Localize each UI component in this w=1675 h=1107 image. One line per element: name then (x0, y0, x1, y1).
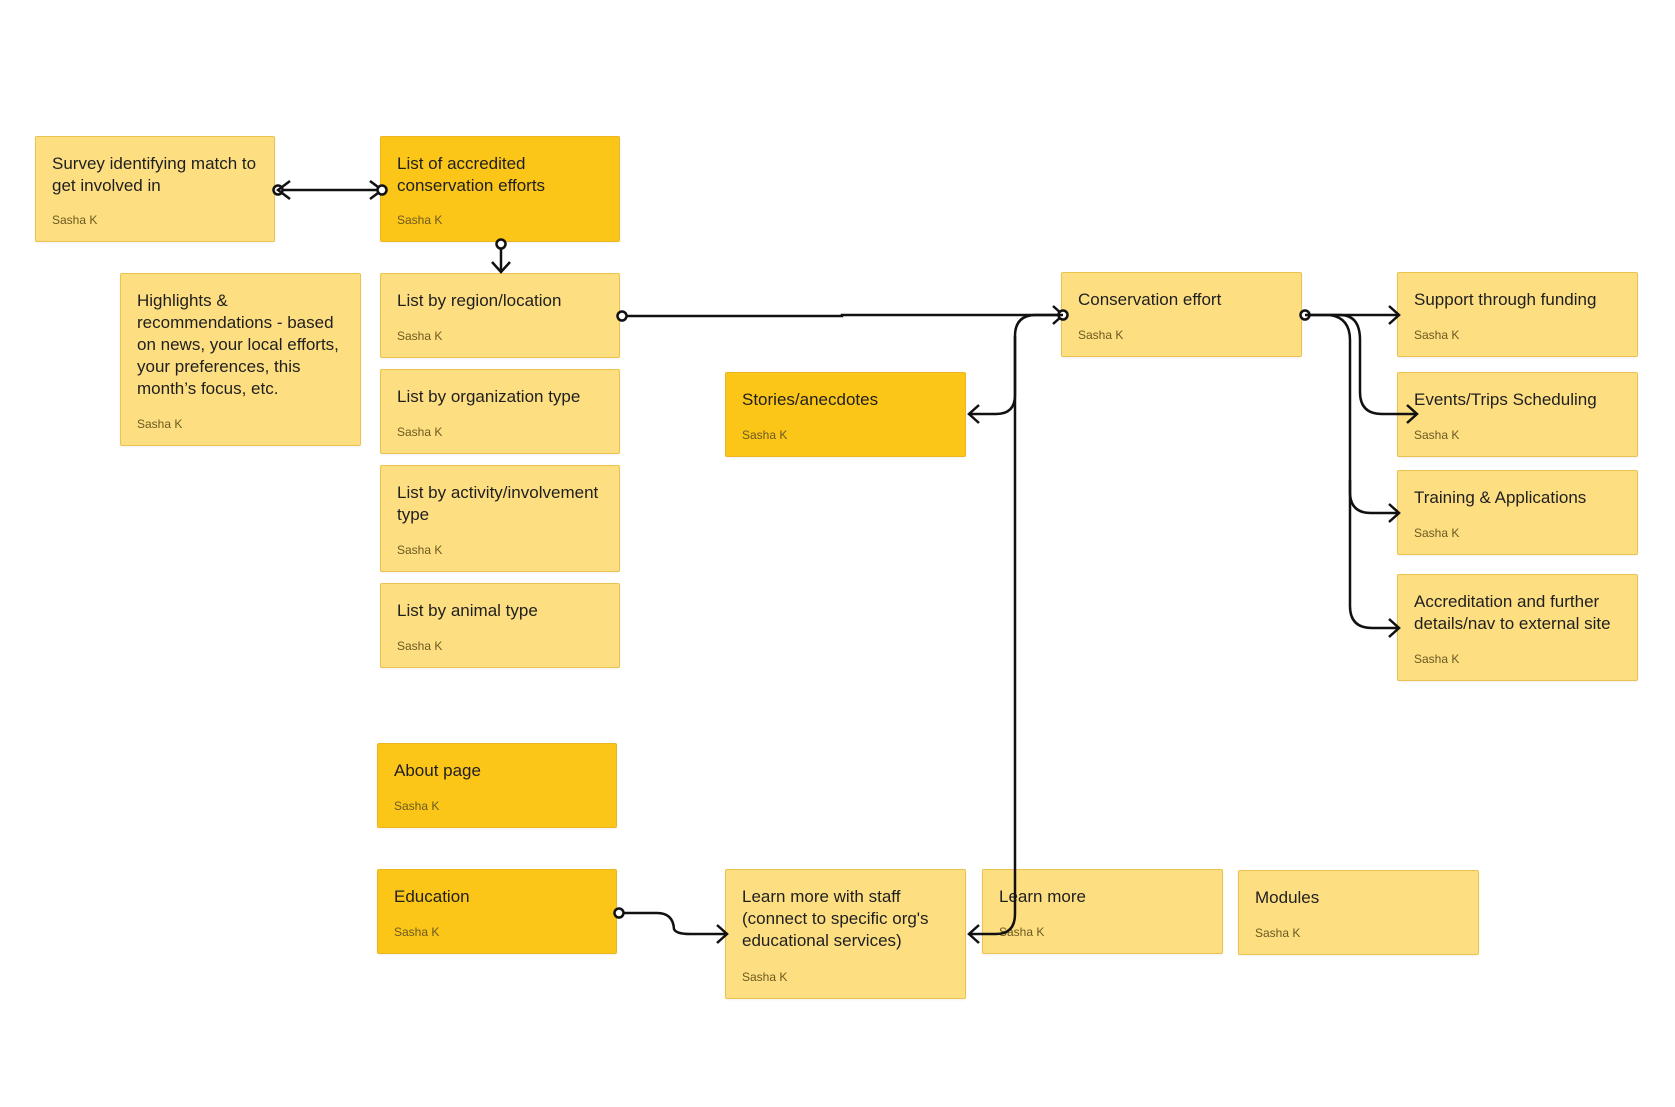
sticky-author: Sasha K (397, 543, 443, 557)
sticky-list-animal[interactable]: List by animal type Sasha K (380, 583, 620, 668)
sticky-author: Sasha K (1414, 526, 1460, 540)
sticky-text: Learn more (999, 887, 1086, 906)
sticky-author: Sasha K (742, 428, 788, 442)
sticky-list-accredited[interactable]: List of accredited conservation efforts … (380, 136, 620, 242)
sticky-author: Sasha K (1414, 428, 1460, 442)
sticky-text: Events/Trips Scheduling (1414, 390, 1597, 409)
sticky-training[interactable]: Training & Applications Sasha K (1397, 470, 1638, 555)
connector-conservation-stories (969, 313, 1063, 416)
sticky-list-org[interactable]: List by organization type Sasha K (380, 369, 620, 454)
sticky-modules[interactable]: Modules Sasha K (1238, 870, 1479, 955)
sticky-author: Sasha K (1414, 652, 1460, 666)
sticky-events-trips[interactable]: Events/Trips Scheduling Sasha K (1397, 372, 1638, 457)
sticky-author: Sasha K (137, 417, 183, 431)
sticky-text: Training & Applications (1414, 488, 1587, 507)
arrowhead (967, 924, 980, 944)
sticky-text: List by animal type (397, 601, 538, 620)
sticky-text: List by region/location (397, 291, 562, 310)
arrowhead (967, 404, 980, 424)
sticky-about[interactable]: About page Sasha K (377, 743, 617, 828)
sticky-author: Sasha K (1078, 328, 1124, 342)
connector-region-conservation (622, 313, 1063, 318)
sticky-author: Sasha K (52, 213, 98, 227)
sticky-author: Sasha K (394, 799, 440, 813)
sticky-author: Sasha K (1414, 328, 1460, 342)
sticky-accreditation[interactable]: Accreditation and further details/nav to… (1397, 574, 1638, 681)
sticky-survey[interactable]: Survey identifying match to get involved… (35, 136, 275, 242)
sticky-text: About page (394, 761, 481, 780)
sticky-author: Sasha K (397, 329, 443, 343)
connector-conservation-learn-staff (969, 336, 1017, 936)
sticky-author: Sasha K (1255, 926, 1301, 940)
sticky-text: List by activity/involvement type (397, 483, 603, 524)
sticky-author: Sasha K (397, 213, 443, 227)
connector-education-learn-staff (619, 911, 727, 936)
sticky-text: Stories/anecdotes (742, 390, 879, 409)
sticky-author: Sasha K (742, 970, 788, 984)
sticky-author: Sasha K (999, 925, 1045, 939)
sticky-conservation-effort[interactable]: Conservation effort Sasha K (1061, 272, 1302, 357)
arrowhead (491, 261, 511, 274)
sticky-list-region[interactable]: List by region/location Sasha K (380, 273, 620, 358)
connector-conservation-training (1329, 313, 1399, 515)
sticky-text: List of accredited conservation efforts (397, 154, 546, 195)
sticky-highlights[interactable]: Highlights & recommendations - based on … (120, 273, 361, 446)
sticky-author: Sasha K (397, 639, 443, 653)
connector-conservation-accreditation (1348, 480, 1399, 630)
sticky-education[interactable]: Education Sasha K (377, 869, 617, 954)
sticky-stories[interactable]: Stories/anecdotes Sasha K (725, 372, 966, 457)
sticky-author: Sasha K (397, 425, 443, 439)
sticky-learn-staff[interactable]: Learn more with staff (connect to specif… (725, 869, 966, 999)
arrowhead (275, 180, 291, 200)
sticky-text: Conservation effort (1078, 290, 1222, 309)
sticky-text: Support through funding (1414, 290, 1597, 309)
sticky-text: List by organization type (397, 387, 581, 406)
sticky-text: Learn more with staff (connect to specif… (742, 887, 934, 950)
sticky-text: Accreditation and further details/nav to… (1414, 592, 1611, 633)
sticky-text: Highlights & recommendations - based on … (137, 291, 344, 398)
sticky-text: Education (394, 887, 470, 906)
sticky-list-activity[interactable]: List by activity/involvement type Sasha … (380, 465, 620, 572)
sticky-text: Survey identifying match to get involved… (52, 154, 261, 195)
sticky-support-funding[interactable]: Support through funding Sasha K (1397, 272, 1638, 357)
sticky-learn-more[interactable]: Learn more Sasha K (982, 869, 1223, 954)
sticky-author: Sasha K (394, 925, 440, 939)
sticky-text: Modules (1255, 888, 1320, 907)
